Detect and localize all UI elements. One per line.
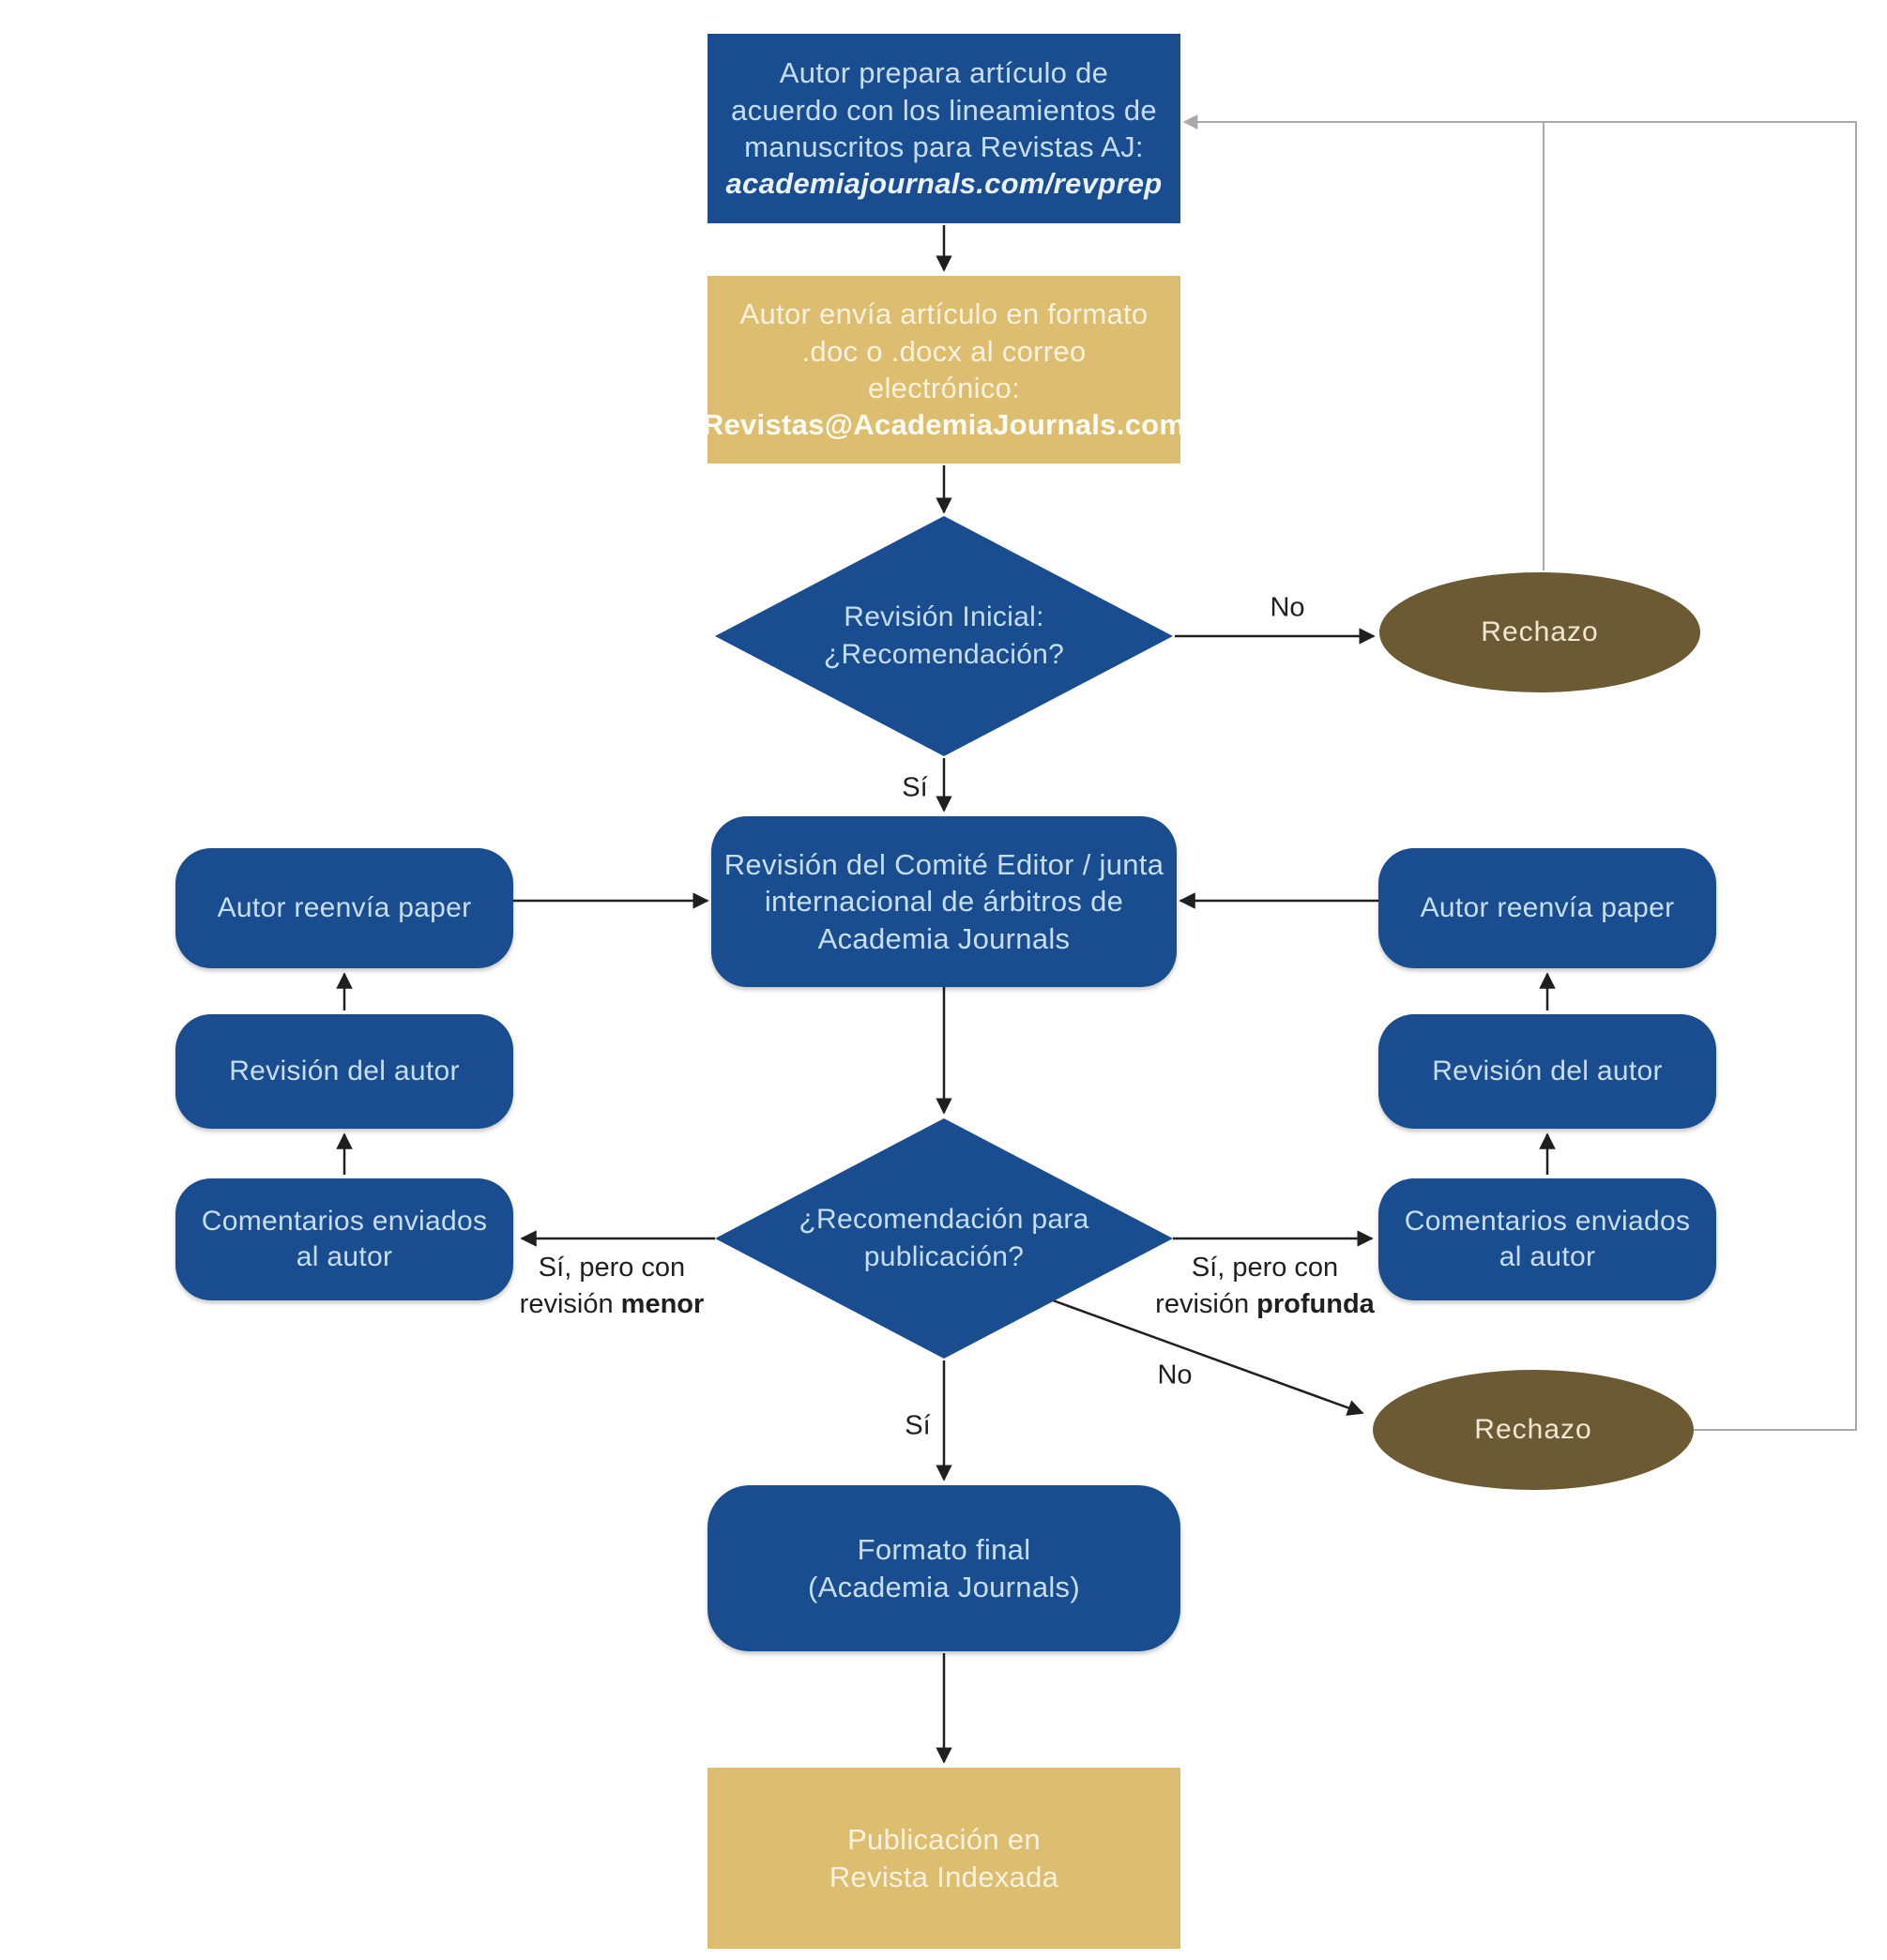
node-author-resend-right: Autor reenvía paper: [1378, 848, 1716, 968]
node-final-format: Formato final (Academia Journals): [708, 1485, 1180, 1651]
rechazo-bottom-text: Rechazo: [1474, 1414, 1592, 1445]
indexed-publication-text: Publicación en Revista Indexada: [829, 1823, 1059, 1893]
author-resend-right-text: Autor reenvía paper: [1420, 891, 1675, 923]
submit-article-email: Revistas@AcademiaJournals.com: [702, 408, 1186, 442]
diamond-shape: [715, 516, 1173, 756]
deep-revision-prefix: revisión: [1155, 1289, 1257, 1320]
node-rechazo-bottom: Rechazo: [1373, 1370, 1694, 1490]
edge-label-si-1: Sí: [902, 769, 927, 806]
node-submit-article: Autor envía artículo en formato .doc o .…: [703, 276, 1185, 463]
node-rechazo-top: Rechazo: [1379, 572, 1700, 692]
node-comments-to-author-left: Comentarios enviados al autor: [175, 1178, 513, 1300]
author-revision-right-text: Revisión del autor: [1432, 1055, 1663, 1086]
submit-article-text: Autor envía artículo en formato .doc o .…: [739, 297, 1149, 404]
edge-label-no-2: No: [1157, 1357, 1192, 1393]
no-2-text: No: [1157, 1360, 1193, 1390]
edge-label-deep-revision: Sí, pero con revisión profunda: [1155, 1250, 1375, 1323]
node-initial-review-decision: Revisión Inicial: ¿Recomendación?: [715, 516, 1173, 756]
comments-to-author-left-text: Comentarios enviados al autor: [201, 1205, 488, 1272]
deep-revision-line1: Sí, pero con: [1191, 1253, 1339, 1283]
initial-review-text: Revisión Inicial: ¿Recomendación?: [823, 600, 1065, 671]
committee-review-text: Revisión del Comité Editor / junta inter…: [723, 847, 1164, 955]
prepare-article-text: Autor prepara artículo de acuerdo con lo…: [731, 56, 1157, 163]
node-author-resend-left: Autor reenvía paper: [175, 848, 513, 968]
node-indexed-publication: Publicación en Revista Indexada: [708, 1768, 1180, 1949]
node-committee-review: Revisión del Comité Editor / junta inter…: [711, 816, 1177, 987]
no-1-text: No: [1270, 592, 1305, 623]
node-author-revision-left: Revisión del autor: [175, 1014, 513, 1129]
rechazo-top-text: Rechazo: [1481, 616, 1599, 647]
author-resend-left-text: Autor reenvía paper: [217, 891, 472, 923]
edge-label-si-2: Sí: [905, 1407, 930, 1444]
node-comments-to-author-right: Comentarios enviados al autor: [1378, 1178, 1716, 1300]
si-2-text: Sí: [905, 1410, 931, 1441]
prepare-article-url: academiajournals.com/revprep: [725, 167, 1163, 201]
edge-label-minor-revision: Sí, pero con revisión menor: [520, 1250, 705, 1323]
node-author-revision-right: Revisión del autor: [1378, 1014, 1716, 1129]
node-prepare-article: Autor prepara artículo de acuerdo con lo…: [708, 34, 1180, 223]
node-publication-decision: ¿Recomendación para publicación?: [715, 1118, 1173, 1359]
deep-revision-bold: profunda: [1256, 1289, 1375, 1320]
comments-to-author-right-text: Comentarios enviados al autor: [1404, 1205, 1691, 1272]
author-revision-left-text: Revisión del autor: [229, 1055, 460, 1086]
minor-revision-prefix: revisión: [519, 1289, 621, 1320]
si-1-text: Sí: [902, 772, 928, 803]
minor-revision-bold: menor: [620, 1289, 705, 1320]
minor-revision-line1: Sí, pero con: [538, 1253, 686, 1283]
final-format-text: Formato final (Academia Journals): [808, 1533, 1080, 1603]
publication-decision-text: ¿Recomendación para publicación?: [799, 1203, 1089, 1273]
edge-label-no-1: No: [1270, 589, 1304, 626]
diamond-shape: [715, 1118, 1173, 1359]
